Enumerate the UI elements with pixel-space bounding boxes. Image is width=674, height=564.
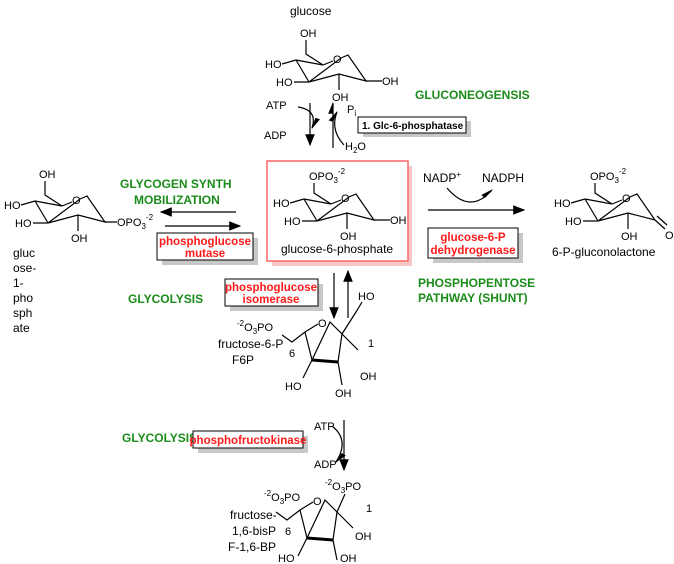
fructose-1-6-bisphosphate-molecule: fructose- 1,6-bisP F-1,6-BP O -2O3PO 6 -… <box>228 478 372 564</box>
enzyme-g6p-dehydrogenase-line1: glucose-6-P <box>440 232 506 244</box>
pi-label: Pi <box>347 104 356 118</box>
atom-label: O <box>313 496 322 508</box>
atom-label: OPO3-2 <box>590 167 627 185</box>
h2o-label: H2O <box>345 141 366 155</box>
glucose-ring: OH O HO HO OH OH <box>265 28 399 104</box>
atom-label: O <box>665 230 674 242</box>
atom-label: OH <box>340 231 357 243</box>
pathway-shunt: PATHWAY (SHUNT) <box>418 291 528 305</box>
atom-label: 6 <box>289 348 295 360</box>
atom-label: OH <box>390 215 407 227</box>
atom-label: HO <box>276 77 293 89</box>
glucose-label: glucose <box>290 4 332 18</box>
atom-label: HO <box>285 381 302 393</box>
atom-label: -2O3PO <box>237 319 273 336</box>
enzyme-glc-6-phosphatase: 1. Glc-6-phosphatase <box>362 121 464 132</box>
f16bp-label-line: fructose- <box>230 508 277 522</box>
enzyme-box <box>427 227 519 259</box>
enzyme-phosphofructokinase: phosphofructokinase <box>190 435 307 447</box>
atom-label: O <box>341 193 350 205</box>
atom-label: OH <box>71 233 88 245</box>
nadph-label: NADPH <box>482 171 524 185</box>
pathway-glycolysis: GLYCOLYSIS <box>128 292 203 306</box>
enzyme-phosphoglucomutase-line2: mutase <box>185 248 225 260</box>
f16bp-label-line: 1,6-bisP <box>232 524 276 538</box>
glucose-molecule: glucose OH O HO HO OH OH <box>265 4 399 104</box>
atom-label: O <box>72 195 81 207</box>
fructose-6-phosphate-molecule: fructose-6-P F6P O -2O3PO 6 HO 1 OH HO O… <box>218 291 377 400</box>
atom-label: 1 <box>366 503 372 515</box>
atom-label: OH <box>39 169 56 181</box>
g1p-label-line: gluc <box>13 246 35 260</box>
g1p-label-line: pho <box>13 291 33 305</box>
enzyme-isomerase-line2: isomerase <box>243 294 300 306</box>
enzyme-g6p-dehydrogenase-line2: dehydrogenase <box>431 245 516 257</box>
atom-label: OPO3-2 <box>117 213 154 231</box>
g1p-label-line: 1- <box>13 276 24 290</box>
phosphoglucomutase-step: GLYCOGEN SYNTH MOBILIZATION phosphogluco… <box>120 177 258 265</box>
atom-label: OH <box>300 28 317 40</box>
atom-label: HO <box>15 218 32 230</box>
atom-label: OH <box>355 531 372 543</box>
hexokinase-phosphatase-step: ATP ADP Pi H2O 1. Glc-6-phosphatase GLUC… <box>264 88 530 155</box>
pathway-glycolysis-2: GLYCOLYSIS <box>122 431 197 445</box>
f6p-abbrev: F6P <box>232 353 254 367</box>
atom-label: 1 <box>368 338 374 350</box>
atom-label: OH <box>340 553 357 564</box>
enzyme-isomerase-line1: phosphoglucose <box>225 282 317 294</box>
g1p-label-line: sph <box>13 306 32 320</box>
adp-label: ADP <box>264 130 287 142</box>
atom-label: OH <box>332 92 349 104</box>
atom-label: HO <box>4 200 21 212</box>
g1p-label-line: ose- <box>13 261 36 275</box>
enzyme-box <box>224 278 319 307</box>
atom-label: HO <box>265 59 282 71</box>
atom-label: O <box>622 193 631 205</box>
g6p-dehydrogenase-step: NADP+ NADPH glucose-6-P dehydrogenase PH… <box>418 170 535 305</box>
gluconolactone-molecule: OPO3-2 O HO HO OH O 6-P-gluconolactone <box>552 167 674 259</box>
atom-label: OH <box>621 231 638 243</box>
curved-arrow-atp <box>331 425 346 464</box>
atp-label: ATP <box>266 100 287 112</box>
atom-label: HO <box>565 216 582 228</box>
atom-label: OH <box>360 371 377 383</box>
curved-arrow-atp <box>297 106 320 130</box>
atom-label: 6 <box>285 526 291 538</box>
f6p-label: fructose-6-P <box>218 337 283 351</box>
atom-label: O <box>333 54 342 66</box>
g1p-label-line: ate <box>13 321 30 335</box>
highlight-box <box>266 160 409 262</box>
gluconolactone-label: 6-P-gluconolactone <box>552 245 656 259</box>
glucose-6-phosphate-label: glucose-6-phosphate <box>281 242 393 256</box>
nadp-label: NADP+ <box>423 170 461 185</box>
atom-label: OH <box>382 76 399 88</box>
pathway-glycogen-synth: GLYCOGEN SYNTH <box>120 177 232 191</box>
enzyme-box <box>192 430 304 449</box>
atom-label: O <box>318 318 327 330</box>
enzyme-box <box>156 232 254 261</box>
glucose-6-phosphate-molecule: OPO3-2 O HO HO OH OH glucose-6-phosphate <box>266 160 412 266</box>
atom-label: HO <box>278 553 295 564</box>
enzyme-box <box>357 116 467 134</box>
atom-label: -2O3PO <box>264 489 300 506</box>
pathway-gluconeogenesis: GLUCONEOGENSIS <box>415 88 530 102</box>
curved-arrow-nadp <box>446 187 493 203</box>
enzyme-phosphoglucomutase-line1: phosphoglucose <box>159 236 251 248</box>
glucose-1-phosphate-molecule: OH O HO HO OH OPO3-2 gluc ose- 1- pho sp… <box>4 169 154 335</box>
f16bp-label-line: F-1,6-BP <box>228 540 276 554</box>
atom-label: HO <box>284 216 301 228</box>
atom-label: HO <box>554 198 571 210</box>
adp-label: ADP <box>314 459 337 471</box>
pathway-phosphopentose: PHOSPHOPENTOSE <box>418 276 535 290</box>
curved-arrow-h2o <box>328 110 345 146</box>
atp-label: ATP <box>314 421 335 433</box>
atom-label: OH <box>335 388 352 400</box>
pathway-mobilization: MOBILIZATION <box>134 193 220 207</box>
atom-label: -2O3PO <box>325 478 361 495</box>
atom-label: HO <box>273 198 290 210</box>
atom-label: OPO3-2 <box>309 167 346 185</box>
phosphoglucose-isomerase-step: GLYCOLYSIS phosphoglucose isomerase <box>128 269 353 320</box>
phosphofructokinase-step: GLYCOLYSIS phosphofructokinase ATP ADP <box>122 420 349 472</box>
atom-label: HO <box>358 291 375 303</box>
